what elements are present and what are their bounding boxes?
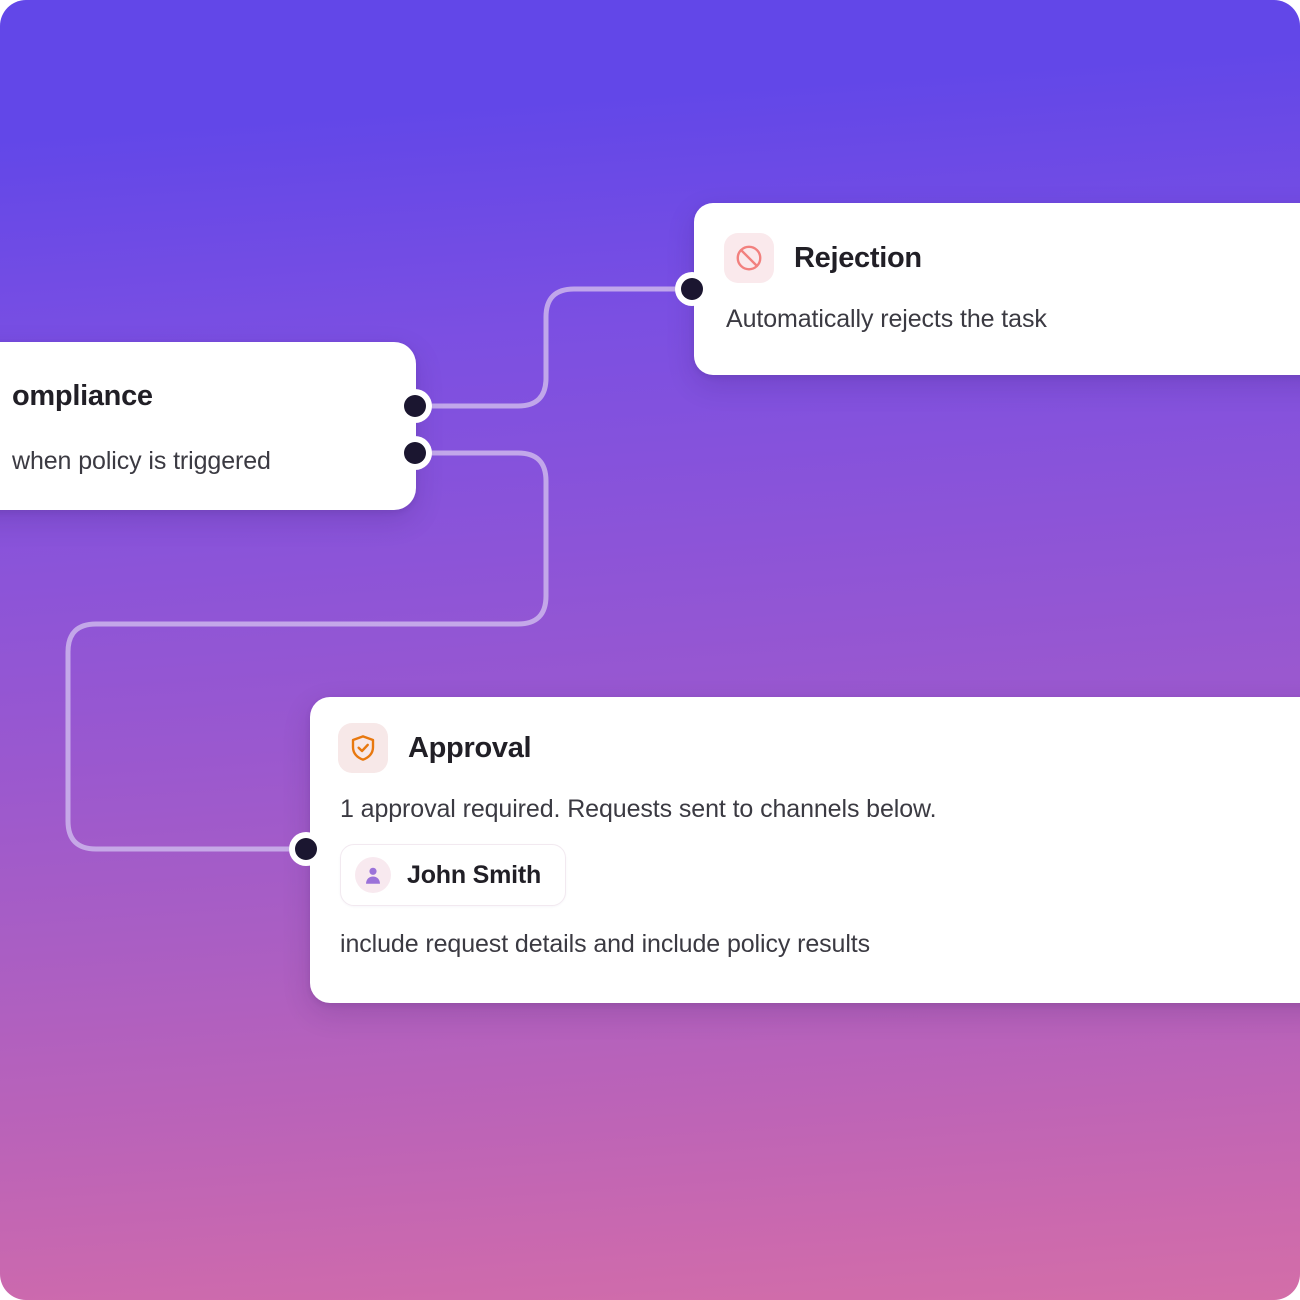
node-card-rejection[interactable]: Rejection Automatically rejects the task (694, 203, 1300, 375)
node-card-compliance[interactable]: ompliance when policy is triggered (0, 342, 416, 510)
approval-title: Approval (408, 731, 532, 764)
channel-name: John Smith (407, 860, 542, 889)
rejection-header: Rejection (724, 233, 1300, 283)
rejection-description: Automatically rejects the task (726, 305, 1047, 333)
shield-check-icon (338, 723, 388, 773)
port-approval-in[interactable] (295, 838, 317, 860)
port-compliance-out-approval[interactable] (404, 442, 426, 464)
edge-compliance-to-rejection (412, 286, 695, 409)
port-rejection-in[interactable] (681, 278, 703, 300)
approval-footer-note: include request details and include poli… (340, 930, 871, 958)
approval-description: 1 approval required. Requests sent to ch… (340, 795, 937, 823)
node-card-approval[interactable]: Approval 1 approval required. Requests s… (310, 697, 1300, 1003)
rejection-title: Rejection (794, 241, 922, 274)
compliance-title: ompliance (12, 380, 153, 412)
person-avatar-icon (355, 857, 391, 893)
channel-chip-john-smith[interactable]: John Smith (340, 844, 567, 906)
compliance-description: when policy is triggered (12, 447, 271, 475)
approval-header: Approval (338, 723, 1300, 773)
port-compliance-out-rejection[interactable] (404, 395, 426, 417)
prohibited-icon (724, 233, 774, 283)
